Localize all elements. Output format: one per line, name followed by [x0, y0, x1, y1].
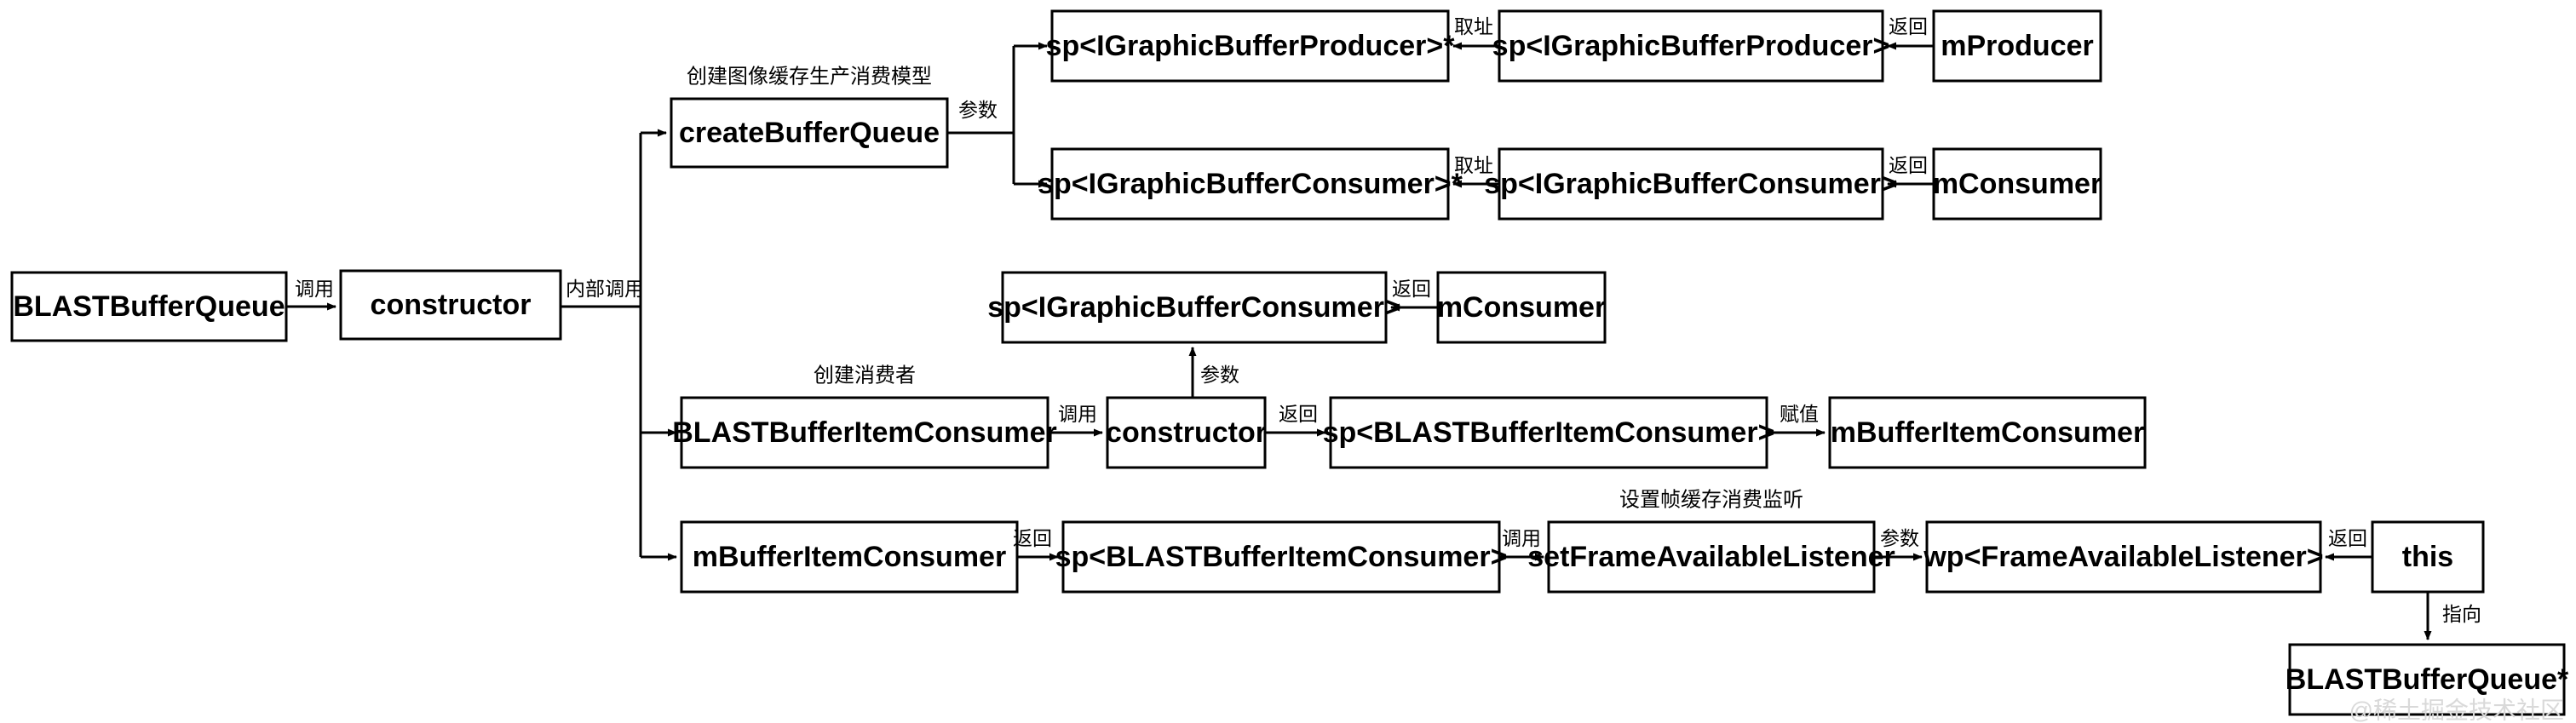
- node-mconsumer_mid[interactable]: mConsumer: [1436, 271, 1607, 344]
- node-sp_producer[interactable]: sp<IGraphicBufferProducer>: [1492, 9, 1890, 83]
- node-box-mconsumer_mid: [1436, 271, 1607, 344]
- edge-label-return-consumer-top: 返回: [1889, 154, 1928, 176]
- edge-label-param-constructor-consumer: 参数: [1200, 364, 1239, 386]
- node-label-createbufferqueue: createBufferQueue: [679, 117, 940, 149]
- edge-label-addr-producer: 取址: [1454, 15, 1493, 37]
- node-box-blastbufferqueue: [10, 271, 288, 342]
- edge-label-return-consumer-mid: 返回: [1392, 278, 1431, 300]
- node-sp_blastitem_mid[interactable]: sp<BLASTBufferItemConsumer>: [1323, 396, 1775, 469]
- node-label-sp_blastitem_mid: sp<BLASTBufferItemConsumer>: [1323, 416, 1775, 449]
- node-box-mproducer: [1932, 9, 2102, 83]
- node-box-sp_consumer_mid: [1001, 271, 1388, 344]
- edge-label-point-this-queueptr: 指向: [2442, 603, 2481, 625]
- node-sp_consumer_top[interactable]: sp<IGraphicBufferConsumer>: [1484, 147, 1898, 221]
- node-label-sp_producer_ptr: sp<IGraphicBufferProducer>*: [1046, 30, 1456, 62]
- node-label-mbufferitemconsumer_bottom: mBufferItemConsumer: [693, 541, 1006, 573]
- node-blastbufferqueue[interactable]: BLASTBufferQueue: [10, 271, 288, 342]
- edge-label-param-setlistener-wp: 参数: [1880, 527, 1919, 549]
- node-box-wp_frameavailablelistener: [1925, 520, 2322, 594]
- node-this_node[interactable]: this: [2371, 520, 2485, 594]
- node-box-this_node: [2371, 520, 2485, 594]
- edge-label-assign-spitem-member: 赋值: [1780, 403, 1819, 425]
- node-sp_consumer_mid[interactable]: sp<IGraphicBufferConsumer>: [987, 271, 1401, 344]
- node-constructor_main[interactable]: constructor: [339, 269, 562, 341]
- node-layer: BLASTBufferQueue constructor createBufferQ…: [10, 9, 2569, 716]
- node-box-mbufferitemconsumer_bottom: [680, 520, 1019, 594]
- edge-label-addr-consumer: 取址: [1454, 154, 1493, 176]
- node-label-mbufferitemconsumer_mid: mBufferItemConsumer: [1831, 416, 2144, 449]
- edge-label-call-blastbufferqueue-constructor: 调用: [295, 278, 334, 300]
- node-label-sp_consumer_top: sp<IGraphicBufferConsumer>: [1484, 168, 1898, 200]
- watermark-text: @稀土掘金技术社区: [2349, 697, 2564, 723]
- node-box-createbufferqueue: [670, 97, 949, 169]
- node-label-sp_producer: sp<IGraphicBufferProducer>: [1492, 30, 1890, 62]
- node-label-sp_consumer_mid: sp<IGraphicBufferConsumer>: [987, 291, 1401, 324]
- node-box-sp_producer: [1498, 9, 1884, 83]
- node-label-mproducer: mProducer: [1941, 30, 2094, 62]
- node-createbufferqueue[interactable]: createBufferQueue: [670, 97, 949, 169]
- edge-label-internal-call-constructor-branch: 内部调用: [566, 278, 644, 300]
- node-blastbufferqueue_ptr[interactable]: BLASTBufferQueue*: [2286, 643, 2569, 716]
- edge-label-param-createbufferqueue: 参数: [958, 99, 998, 121]
- node-box-sp_consumer_ptr: [1050, 147, 1450, 221]
- edge-label-return-member-spitem: 返回: [1013, 527, 1052, 549]
- node-setframeavailablelistener[interactable]: setFrameAvailableListener: [1527, 520, 1895, 594]
- caption-caption-create-buffer-model: 创建图像缓存生产消费模型: [687, 65, 932, 88]
- node-box-sp_blastitem_mid: [1329, 396, 1768, 469]
- node-constructor_sub[interactable]: constructor: [1106, 396, 1267, 469]
- edge-layer: [286, 42, 2432, 640]
- node-blastbufferitemconsumer[interactable]: BLASTBufferItemConsumer: [672, 396, 1057, 469]
- node-label-mconsumer_mid: mConsumer: [1437, 291, 1606, 324]
- node-box-mconsumer_top: [1932, 147, 2102, 221]
- node-box-setframeavailablelistener: [1547, 520, 1876, 594]
- node-mbufferitemconsumer_mid[interactable]: mBufferItemConsumer: [1828, 396, 2147, 469]
- node-label-wp_frameavailablelistener: wp<FrameAvailableListener>: [1923, 541, 2323, 573]
- caption-caption-set-frame-listener: 设置帧缓存消费监听: [1619, 488, 1803, 511]
- edge-label-return-producer: 返回: [1889, 15, 1928, 37]
- node-box-blastbufferitemconsumer: [680, 396, 1049, 469]
- node-label-blastbufferqueue_ptr: BLASTBufferQueue*: [2286, 663, 2569, 696]
- node-sp_blastitem_bottom[interactable]: sp<BLASTBufferItemConsumer>: [1055, 520, 1508, 594]
- node-label-setframeavailablelistener: setFrameAvailableListener: [1527, 541, 1895, 573]
- node-label-sp_blastitem_bottom: sp<BLASTBufferItemConsumer>: [1055, 541, 1508, 573]
- node-wp_frameavailablelistener[interactable]: wp<FrameAvailableListener>: [1923, 520, 2324, 594]
- node-box-mbufferitemconsumer_mid: [1828, 396, 2147, 469]
- node-label-blastbufferitemconsumer: BLASTBufferItemConsumer: [672, 416, 1056, 449]
- node-box-blastbufferqueue_ptr: [2288, 643, 2566, 716]
- node-box-constructor_main: [339, 269, 562, 341]
- edge-label-call-spitem-setlistener: 调用: [1502, 527, 1541, 549]
- node-mconsumer_top[interactable]: mConsumer: [1932, 147, 2102, 221]
- node-sp_producer_ptr[interactable]: sp<IGraphicBufferProducer>*: [1046, 9, 1456, 83]
- node-label-constructor_sub: constructor: [1106, 416, 1267, 449]
- edge-label-return-this-wp: 返回: [2328, 527, 2367, 549]
- node-sp_consumer_ptr[interactable]: sp<IGraphicBufferConsumer>*: [1038, 147, 1463, 221]
- node-mproducer[interactable]: mProducer: [1932, 9, 2102, 83]
- node-label-constructor_main: constructor: [371, 289, 532, 321]
- node-box-sp_blastitem_bottom: [1061, 520, 1501, 594]
- node-label-sp_consumer_ptr: sp<IGraphicBufferConsumer>*: [1038, 168, 1463, 200]
- node-box-sp_producer_ptr: [1050, 9, 1450, 83]
- node-box-sp_consumer_top: [1498, 147, 1884, 221]
- node-label-mconsumer_top: mConsumer: [1933, 168, 2102, 200]
- node-label-this_node: this: [2402, 541, 2453, 573]
- edge-label-call-itemconsumer-constructor: 调用: [1058, 403, 1097, 425]
- caption-caption-create-consumer: 创建消费者: [814, 364, 916, 387]
- node-box-constructor_sub: [1106, 396, 1267, 469]
- edge-label-layer: 调用内部调用参数取址返回取址返回返回参数调用返回赋值返回调用参数返回指向: [295, 15, 2481, 625]
- edge-label-return-constructor-spitem: 返回: [1279, 403, 1318, 425]
- node-mbufferitemconsumer_bottom[interactable]: mBufferItemConsumer: [680, 520, 1019, 594]
- node-label-blastbufferqueue: BLASTBufferQueue: [13, 290, 285, 323]
